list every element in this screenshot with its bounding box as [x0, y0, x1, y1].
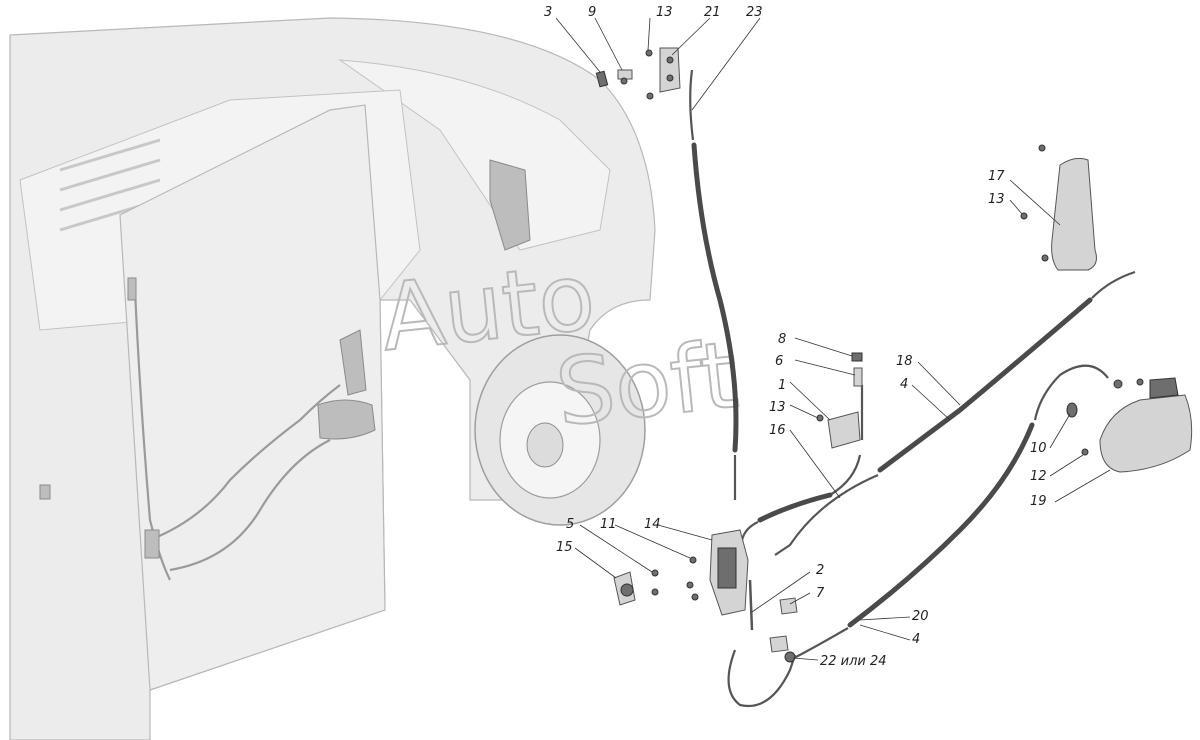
label-5: 5 [566, 517, 574, 532]
label-1: 1 [778, 378, 786, 393]
label-9: 9 [588, 5, 596, 20]
label-6: 6 [775, 354, 783, 369]
label-19: 19 [1030, 494, 1047, 509]
label-10: 10 [1030, 441, 1047, 456]
leader-lines [555, 17, 1111, 661]
label-12: 12 [1030, 469, 1047, 484]
watermark-text-1: Auto [376, 243, 600, 372]
label-4: 4 [900, 377, 908, 392]
part-11 [689, 556, 697, 564]
part-21 [659, 47, 681, 93]
parts [595, 47, 1193, 663]
part-12 [1081, 448, 1089, 456]
label-11: 11 [600, 517, 617, 532]
part-7 [779, 597, 798, 615]
label-13: 13 [769, 400, 786, 415]
cables [689, 69, 1136, 708]
part-19 [1099, 394, 1193, 473]
part-1 [827, 411, 861, 449]
label-22-or-24: 22 или 24 [820, 654, 887, 669]
part-10 [1066, 402, 1078, 418]
label-14: 14 [644, 517, 661, 532]
part-6 [853, 367, 863, 387]
part-2 [748, 579, 754, 631]
label-2: 2 [816, 563, 824, 578]
label-21: 21 [704, 5, 721, 20]
label-23: 23 [746, 5, 763, 20]
label-15: 15 [556, 540, 573, 555]
label-18: 18 [896, 354, 913, 369]
part-17 [1051, 157, 1097, 271]
watermark-text-2: Soft [551, 321, 743, 446]
label-13: 13 [988, 192, 1005, 207]
label-3: 3 [544, 5, 552, 20]
label-17: 17 [988, 169, 1005, 184]
part-5 [651, 569, 659, 577]
part-9 [617, 69, 633, 85]
label-16: 16 [769, 423, 786, 438]
label-8: 8 [778, 332, 786, 347]
label-4: 4 [912, 632, 920, 647]
part-13-top [645, 49, 653, 57]
front-wheel [474, 334, 646, 526]
watermark: Auto Soft [375, 242, 744, 448]
part-labels: 3 9 13 21 23 17 13 8 6 1 13 16 18 4 10 1… [544, 5, 1047, 669]
part-3 [595, 70, 609, 88]
van-body [9, 17, 656, 740]
label-7: 7 [816, 586, 825, 601]
label-20: 20 [912, 609, 929, 624]
part-22-24 [784, 651, 796, 663]
part-8 [851, 352, 863, 362]
part-13-top-2 [646, 92, 654, 100]
label-13: 13 [656, 5, 673, 20]
